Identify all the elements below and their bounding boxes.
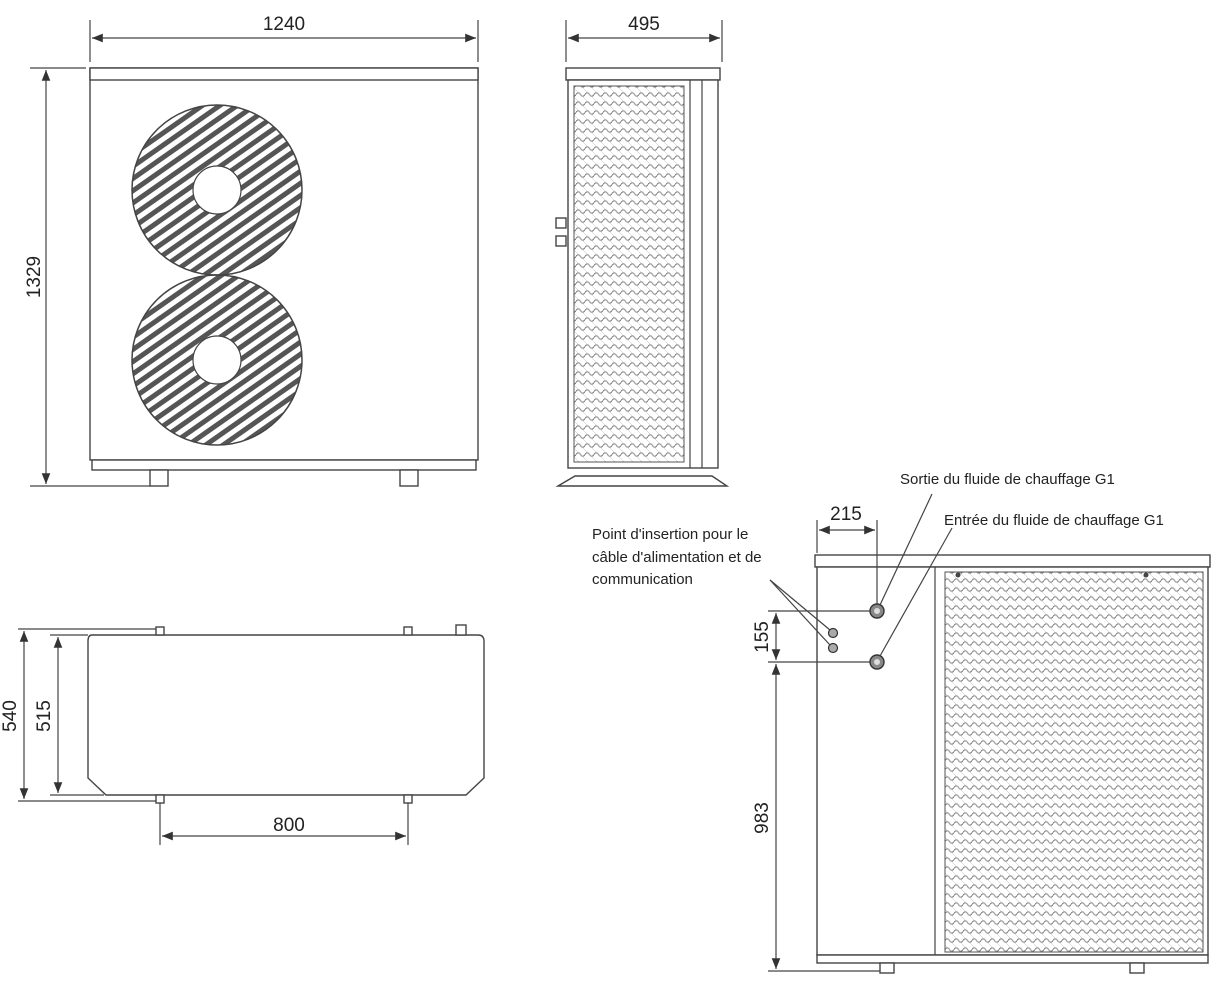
top-connector <box>455 624 467 636</box>
label-outlet: Sortie du fluide de chauffage G1 <box>900 471 1115 488</box>
rear-top-cap <box>814 554 1211 568</box>
side-view: 495 <box>555 14 730 487</box>
top-foot-tl <box>155 626 165 636</box>
dim-label-side-depth: 495 <box>628 14 660 35</box>
cable-gland-upper-icon <box>827 627 839 639</box>
side-base <box>555 475 730 487</box>
dim-port-offset-x: 215 <box>816 504 878 604</box>
dim-label-top-depth-inner: 515 <box>34 700 55 732</box>
dim-top-depth-inner: 515 <box>34 634 104 796</box>
dim-top-depth-outer: 540 <box>0 628 156 802</box>
rear-mesh-panel <box>944 571 1204 953</box>
cable-gland-lower-icon <box>827 642 839 654</box>
top-foot-br <box>403 794 413 804</box>
dim-label-port-offset-x: 215 <box>830 504 862 525</box>
fan-upper-icon <box>131 104 303 276</box>
front-base <box>91 459 477 471</box>
top-foot-bl <box>155 794 165 804</box>
rear-base <box>816 954 1209 964</box>
dim-side-depth: 495 <box>565 14 723 62</box>
inlet-port-icon <box>869 654 885 670</box>
outlet-port-icon <box>869 603 885 619</box>
leader-outlet <box>879 493 933 606</box>
rear-screw-left <box>955 572 961 578</box>
label-cable-line2: câble d'alimentation et de <box>592 549 762 566</box>
side-top-cap <box>565 67 721 81</box>
side-connector-lower <box>555 235 567 247</box>
top-view: 540 515 800 <box>0 624 485 845</box>
dim-label-front-height: 1329 <box>24 256 45 298</box>
side-connector-upper <box>555 217 567 229</box>
dim-label-top-depth-outer: 540 <box>0 700 21 732</box>
dim-front-height: 1329 <box>24 67 150 487</box>
dim-label-front-width: 1240 <box>263 14 305 35</box>
front-view: 1240 1329 <box>24 14 479 487</box>
leader-cable-upper <box>769 579 831 631</box>
side-mesh-panel <box>573 85 685 463</box>
dim-label-port-spacing: 155 <box>752 621 773 653</box>
label-cable-line3: communication <box>592 571 693 588</box>
dim-label-port-height: 983 <box>752 802 773 834</box>
top-casing <box>87 634 485 796</box>
dim-port-height: 983 <box>752 664 880 972</box>
dim-front-width: 1240 <box>89 14 479 62</box>
front-foot-right <box>399 469 419 487</box>
leader-cable-lower <box>769 579 831 646</box>
rear-foot-right <box>1129 962 1145 974</box>
rear-foot-left <box>879 962 895 974</box>
front-top-cap <box>89 67 479 81</box>
dim-foot-spacing: 800 <box>159 803 409 845</box>
top-foot-tr <box>403 626 413 636</box>
label-inlet: Entrée du fluide de chauffage G1 <box>944 512 1164 529</box>
leader-inlet <box>879 527 953 657</box>
front-foot-left <box>149 469 169 487</box>
label-cable-line1: Point d'insertion pour le <box>592 526 748 543</box>
rear-view: Sortie du fluide de chauffage G1 Entrée … <box>592 471 1211 974</box>
dim-label-foot-spacing: 800 <box>273 815 305 836</box>
dim-port-spacing: 155 <box>752 610 870 663</box>
rear-screw-right <box>1143 572 1149 578</box>
fan-lower-icon <box>131 274 303 446</box>
